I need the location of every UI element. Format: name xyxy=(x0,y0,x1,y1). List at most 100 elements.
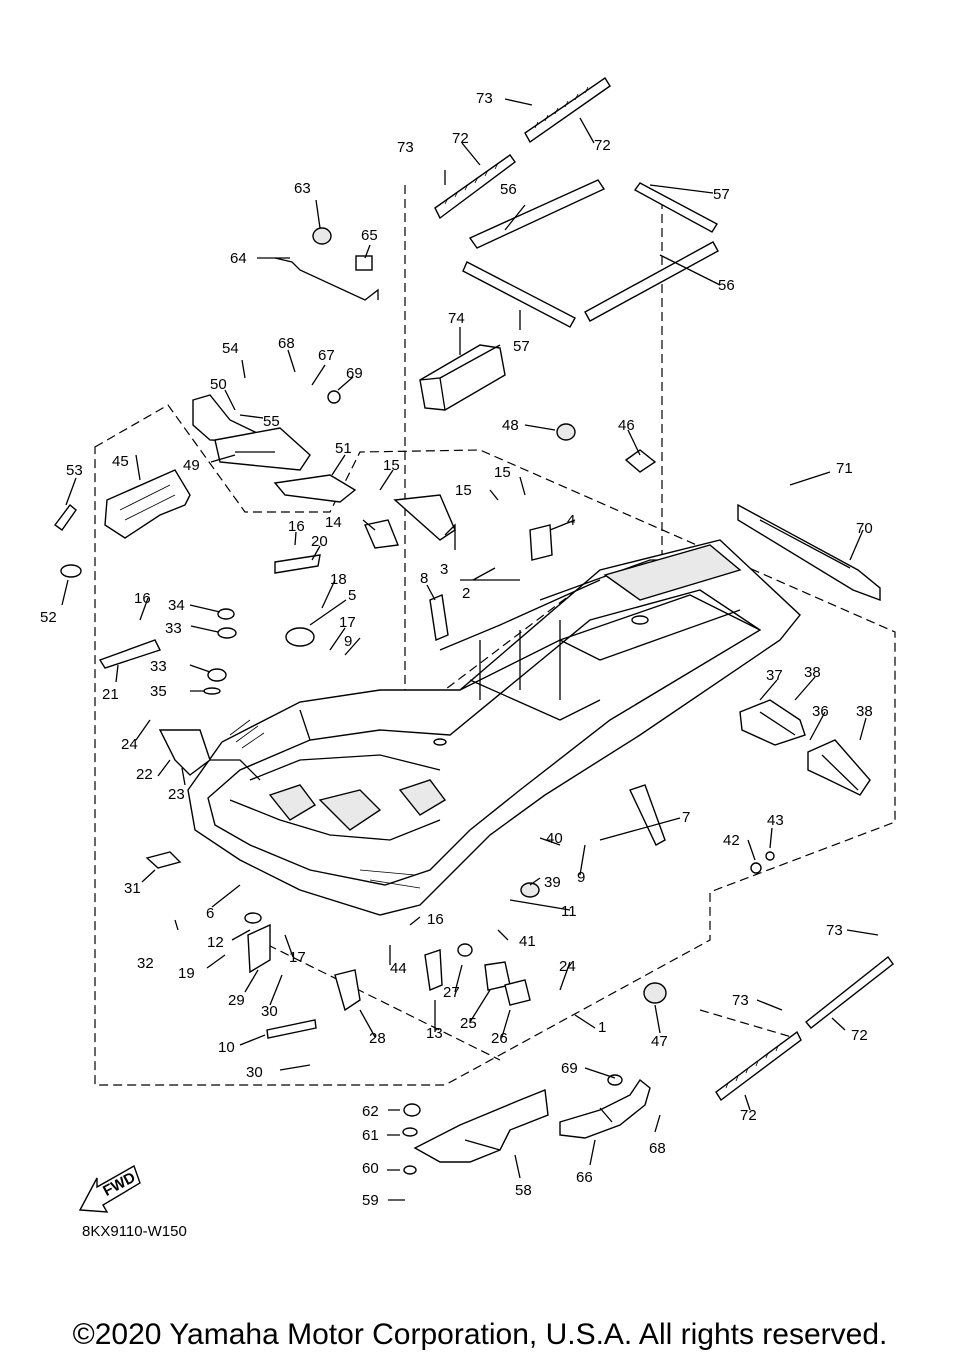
callout-label: 68 xyxy=(649,1140,666,1157)
callout-label: 18 xyxy=(330,571,347,588)
tool-kit xyxy=(419,344,506,411)
callout-label: 7 xyxy=(682,809,690,826)
callout-label: 12 xyxy=(207,934,224,951)
callout-label: 72 xyxy=(452,130,469,147)
callout-label: 15 xyxy=(383,457,400,474)
callout-label: 24 xyxy=(121,736,138,753)
callout-label: 21 xyxy=(102,686,119,703)
parts-diagram: 1 2 3 4 5 6 7 8 9 9 10 11 12 13 14 15 15… xyxy=(40,77,896,1240)
copyright-notice: ©2020 Yamaha Motor Corporation, U.S.A. A… xyxy=(72,1318,888,1351)
callout-label: 5 xyxy=(348,587,356,604)
callout-label: 38 xyxy=(856,703,873,720)
callout-label: 62 xyxy=(362,1103,379,1120)
callout-label: 73 xyxy=(732,992,749,1009)
callout-label: 39 xyxy=(544,874,561,891)
callout-label: 15 xyxy=(455,482,472,499)
callout-label: 46 xyxy=(618,417,635,434)
callout-label: 69 xyxy=(561,1060,578,1077)
callout-label: 35 xyxy=(150,683,167,700)
callout-label: 30 xyxy=(261,1003,278,1020)
callout-label: 38 xyxy=(804,664,821,681)
callout-label: 59 xyxy=(362,1192,379,1209)
callout-label: 28 xyxy=(369,1030,386,1047)
callout-label: 24 xyxy=(559,958,576,975)
callout-label: 9 xyxy=(344,633,352,650)
callout-label: 42 xyxy=(723,832,740,849)
callout-label: 61 xyxy=(362,1127,379,1144)
callout-label: 74 xyxy=(448,310,465,327)
callout-label: 25 xyxy=(460,1015,477,1032)
callout-label: 73 xyxy=(826,922,843,939)
callout-label: 73 xyxy=(397,139,414,156)
callout-label: 58 xyxy=(515,1182,532,1199)
rubber-strips xyxy=(434,77,894,1102)
callout-label: 56 xyxy=(500,181,517,198)
callout-label: 19 xyxy=(178,965,195,982)
callout-label: 44 xyxy=(390,960,407,977)
callout-label: 66 xyxy=(576,1169,593,1186)
callout-label: 51 xyxy=(335,440,352,457)
callout-label: 29 xyxy=(228,992,245,1009)
callout-label: 50 xyxy=(210,376,227,393)
lower-parts xyxy=(413,1078,651,1163)
callout-label: 65 xyxy=(361,227,378,244)
seat-rails xyxy=(462,179,719,328)
leader-lines xyxy=(61,98,879,1201)
callout-label: 72 xyxy=(851,1027,868,1044)
callout-label: 32 xyxy=(137,955,154,972)
callout-label: 31 xyxy=(124,880,141,897)
fwd-arrow-icon: FWD xyxy=(78,1164,141,1213)
callout-label: 45 xyxy=(112,453,129,470)
callout-label: 34 xyxy=(168,597,185,614)
callout-label: 1 xyxy=(598,1019,606,1036)
callout-label: 15 xyxy=(494,464,511,481)
callout-label: 33 xyxy=(165,620,182,637)
callout-label: 3 xyxy=(440,561,448,578)
callout-labels: 1 2 3 4 5 6 7 8 9 9 10 11 12 13 14 15 15… xyxy=(40,90,873,1209)
callout-label: 14 xyxy=(325,514,342,531)
callout-label: 41 xyxy=(519,933,536,950)
callout-label: 26 xyxy=(491,1030,508,1047)
callout-label: 6 xyxy=(206,905,214,922)
callout-label: 73 xyxy=(476,90,493,107)
callout-label: 17 xyxy=(339,614,356,631)
callout-label: 17 xyxy=(289,949,306,966)
callout-label: 57 xyxy=(513,338,530,355)
callout-label: 67 xyxy=(318,347,335,364)
callout-label: 57 xyxy=(713,186,730,203)
callout-label: 8 xyxy=(420,570,428,587)
callout-label: 16 xyxy=(134,590,151,607)
callout-label: 54 xyxy=(222,340,239,357)
callout-label: 70 xyxy=(856,520,873,537)
callout-label: 9 xyxy=(577,869,585,886)
fasteners xyxy=(54,227,775,1175)
callout-label: 72 xyxy=(740,1107,757,1124)
callout-label: 68 xyxy=(278,335,295,352)
callout-label: 40 xyxy=(546,830,563,847)
callout-label: 55 xyxy=(263,413,280,430)
callout-label: 60 xyxy=(362,1160,379,1177)
callout-label: 13 xyxy=(426,1025,443,1042)
callout-label: 71 xyxy=(836,460,853,477)
callout-label: 69 xyxy=(346,365,363,382)
drawing-code: 8KX9110-W150 xyxy=(82,1223,187,1240)
callout-label: 48 xyxy=(502,417,519,434)
callout-label: 49 xyxy=(183,457,200,474)
callout-label: 16 xyxy=(288,518,305,535)
callout-label: 56 xyxy=(718,277,735,294)
callout-label: 36 xyxy=(812,703,829,720)
callout-label: 47 xyxy=(651,1033,668,1050)
callout-label: 10 xyxy=(218,1039,235,1056)
callout-label: 22 xyxy=(136,766,153,783)
callout-label: 72 xyxy=(594,137,611,154)
callout-label: 2 xyxy=(462,585,470,602)
callout-label: 11 xyxy=(561,903,577,920)
callout-label: 63 xyxy=(294,180,311,197)
callout-label: 4 xyxy=(567,512,575,529)
callout-label: 23 xyxy=(168,786,185,803)
callout-label: 30 xyxy=(246,1064,263,1081)
callout-label: 20 xyxy=(311,533,328,550)
callout-label: 16 xyxy=(427,911,444,928)
callout-label: 43 xyxy=(767,812,784,829)
frame-body xyxy=(187,539,801,916)
